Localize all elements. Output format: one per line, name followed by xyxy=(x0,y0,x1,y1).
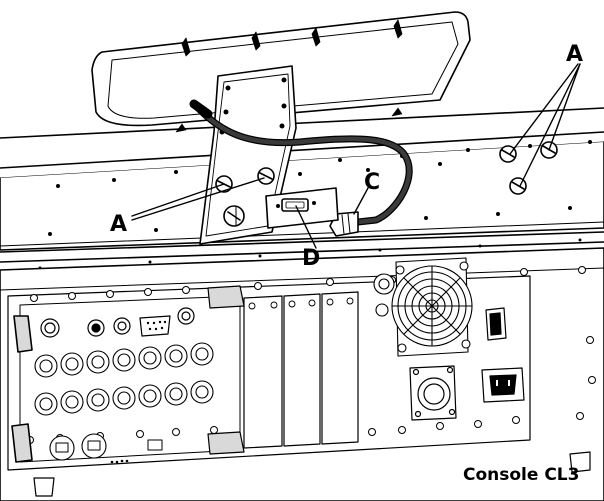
callout-c: C xyxy=(364,170,381,195)
thumb-screw-a xyxy=(215,167,275,227)
power-switch xyxy=(485,307,507,341)
leader-lines xyxy=(131,63,581,249)
callout-d: D xyxy=(302,246,321,271)
feet xyxy=(33,451,591,497)
fan-grille xyxy=(391,257,473,357)
callout-a-left: A xyxy=(110,212,128,237)
side-handles xyxy=(11,315,33,463)
slot-covers xyxy=(207,285,359,455)
figure-caption: Console CL3 xyxy=(463,465,580,485)
ac-inlet xyxy=(481,367,525,403)
top-connector-row xyxy=(40,307,195,338)
wordclock-connectors xyxy=(373,273,395,317)
xlr-connectors xyxy=(34,342,214,464)
psu-connector xyxy=(409,365,457,421)
dsub-port-panel xyxy=(265,187,339,229)
callout-a-right: A xyxy=(566,42,584,67)
